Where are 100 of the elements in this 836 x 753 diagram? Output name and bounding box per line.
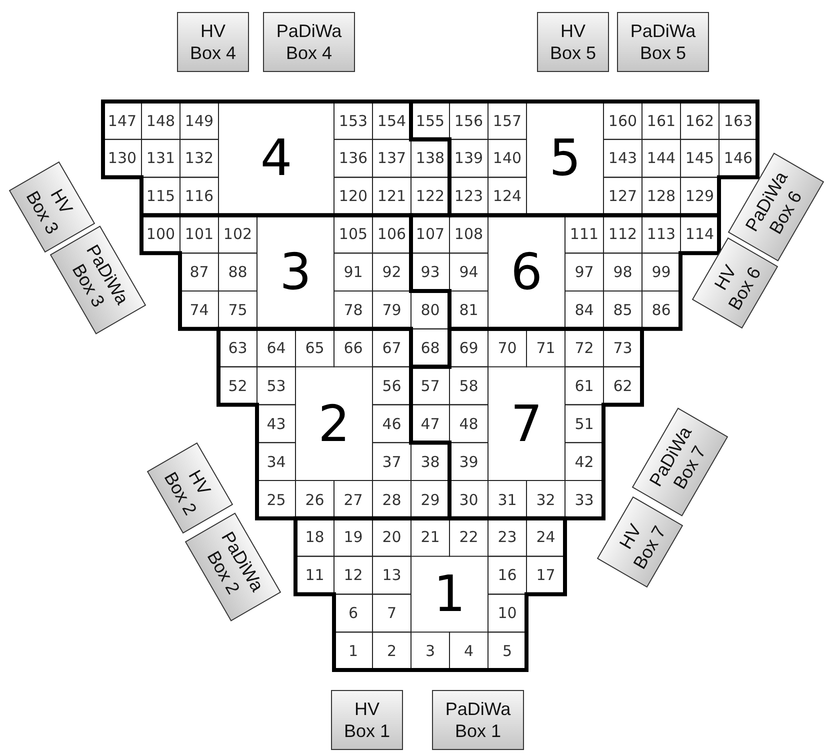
cell-number: 71 [535,338,556,357]
cell-number: 80 [420,301,441,319]
cell-number: 86 [650,301,672,319]
module-box: PaDiWa Box 5 [617,12,709,72]
cell-number: 115 [145,187,176,206]
cell-number: 94 [458,263,480,282]
cell-number: 130 [106,149,138,168]
cell-number: 43 [266,414,287,433]
cell-number: 162 [684,112,716,130]
cell-number: 100 [145,225,176,244]
cell-number: 72 [574,338,595,357]
cell-number: 17 [535,566,556,584]
cell-number: 51 [574,414,595,433]
cell-number: 52 [227,376,248,395]
cell-number: 7 [386,604,398,622]
cell-number: 85 [612,301,634,319]
module-box: PaDiWa Box 1 [432,690,524,750]
cell-number: 116 [184,187,215,206]
cell-number: 81 [458,301,480,319]
cell-number: 156 [453,112,484,130]
cell-number: 2 [386,642,398,660]
cell-number: 122 [414,187,446,206]
cell-number: 30 [458,490,480,508]
cell-number: 31 [496,490,518,508]
cell-number: 5 [501,642,514,660]
module-box: HV Box 7 [596,496,684,588]
cell-number: 143 [607,149,638,168]
cell-number: 3 [424,642,436,660]
cell-number: 148 [145,112,176,130]
cell-number: 128 [646,187,677,206]
cell-number: 101 [184,225,215,244]
cell-number: 138 [414,149,446,168]
cell-number: 84 [574,301,595,319]
cell-number: 20 [381,528,402,546]
cell-number: 160 [607,112,638,130]
cell-number: 155 [414,112,446,130]
module-box: PaDiWa Box 4 [263,12,355,72]
cell-number: 73 [612,338,634,357]
cell-number: 13 [381,566,402,584]
cell-number: 34 [266,452,287,471]
cell-number: 18 [304,528,326,546]
cell-number: 163 [722,112,754,130]
cell-number: 92 [381,263,402,282]
region-number: 3 [278,244,312,300]
cell-number: 137 [376,149,408,168]
cell-number: 42 [574,452,595,471]
cell-number: 87 [188,263,210,282]
cell-number: 102 [222,225,254,244]
region-number: 4 [259,130,294,186]
cell-number: 10 [496,604,518,622]
cell-number: 16 [496,566,518,584]
cell-number: 63 [227,338,248,357]
cell-number: 19 [342,528,364,546]
cell-number: 147 [106,112,138,130]
cell-number: 124 [492,187,523,206]
cell-number: 154 [376,112,408,130]
cell-number: 157 [492,112,523,130]
cell-number: 105 [338,225,369,244]
cell-number: 27 [342,490,364,508]
cell-number: 28 [381,490,402,508]
cell-number: 70 [496,338,518,357]
cell-number: 12 [342,566,364,584]
cell-number: 113 [646,225,677,244]
cell-number: 136 [338,149,369,168]
cell-number: 123 [453,187,484,206]
cell-number: 75 [227,301,248,319]
cell-number: 129 [684,187,716,206]
cell-number: 1 [347,642,360,660]
region-number: 5 [548,130,582,186]
cell-number: 79 [381,301,402,319]
cell-number: 99 [650,263,672,282]
cell-number: 132 [184,149,215,168]
cell-number: 21 [420,528,441,546]
cell-number: 57 [420,376,441,395]
cell-number: 56 [381,376,402,395]
cell-number: 107 [414,225,446,244]
cell-number: 22 [458,528,480,546]
cell-number: 68 [420,338,441,357]
cell-number: 11 [304,566,326,584]
cell-number: 111 [568,225,600,244]
cell-number: 145 [684,149,716,168]
cell-number: 37 [381,452,402,471]
cell-number: 127 [607,187,638,206]
cell-number: 78 [342,301,364,319]
cell-number: 53 [266,376,287,395]
cell-number: 29 [420,490,441,508]
cell-number: 106 [376,225,408,244]
module-box: HV Box 4 [177,12,249,72]
cell-number: 98 [612,263,634,282]
cell-number: 149 [184,112,215,130]
cell-number: 23 [496,528,518,546]
region-number: 6 [510,244,544,300]
region-number: 7 [510,396,544,452]
cell-number: 25 [266,490,287,508]
cell-number: 112 [607,225,638,244]
cell-number: 69 [458,338,480,357]
cell-number: 4 [462,642,475,660]
cell-number: 120 [338,187,369,206]
cell-number: 65 [304,338,326,357]
cell-number: 47 [420,414,441,433]
